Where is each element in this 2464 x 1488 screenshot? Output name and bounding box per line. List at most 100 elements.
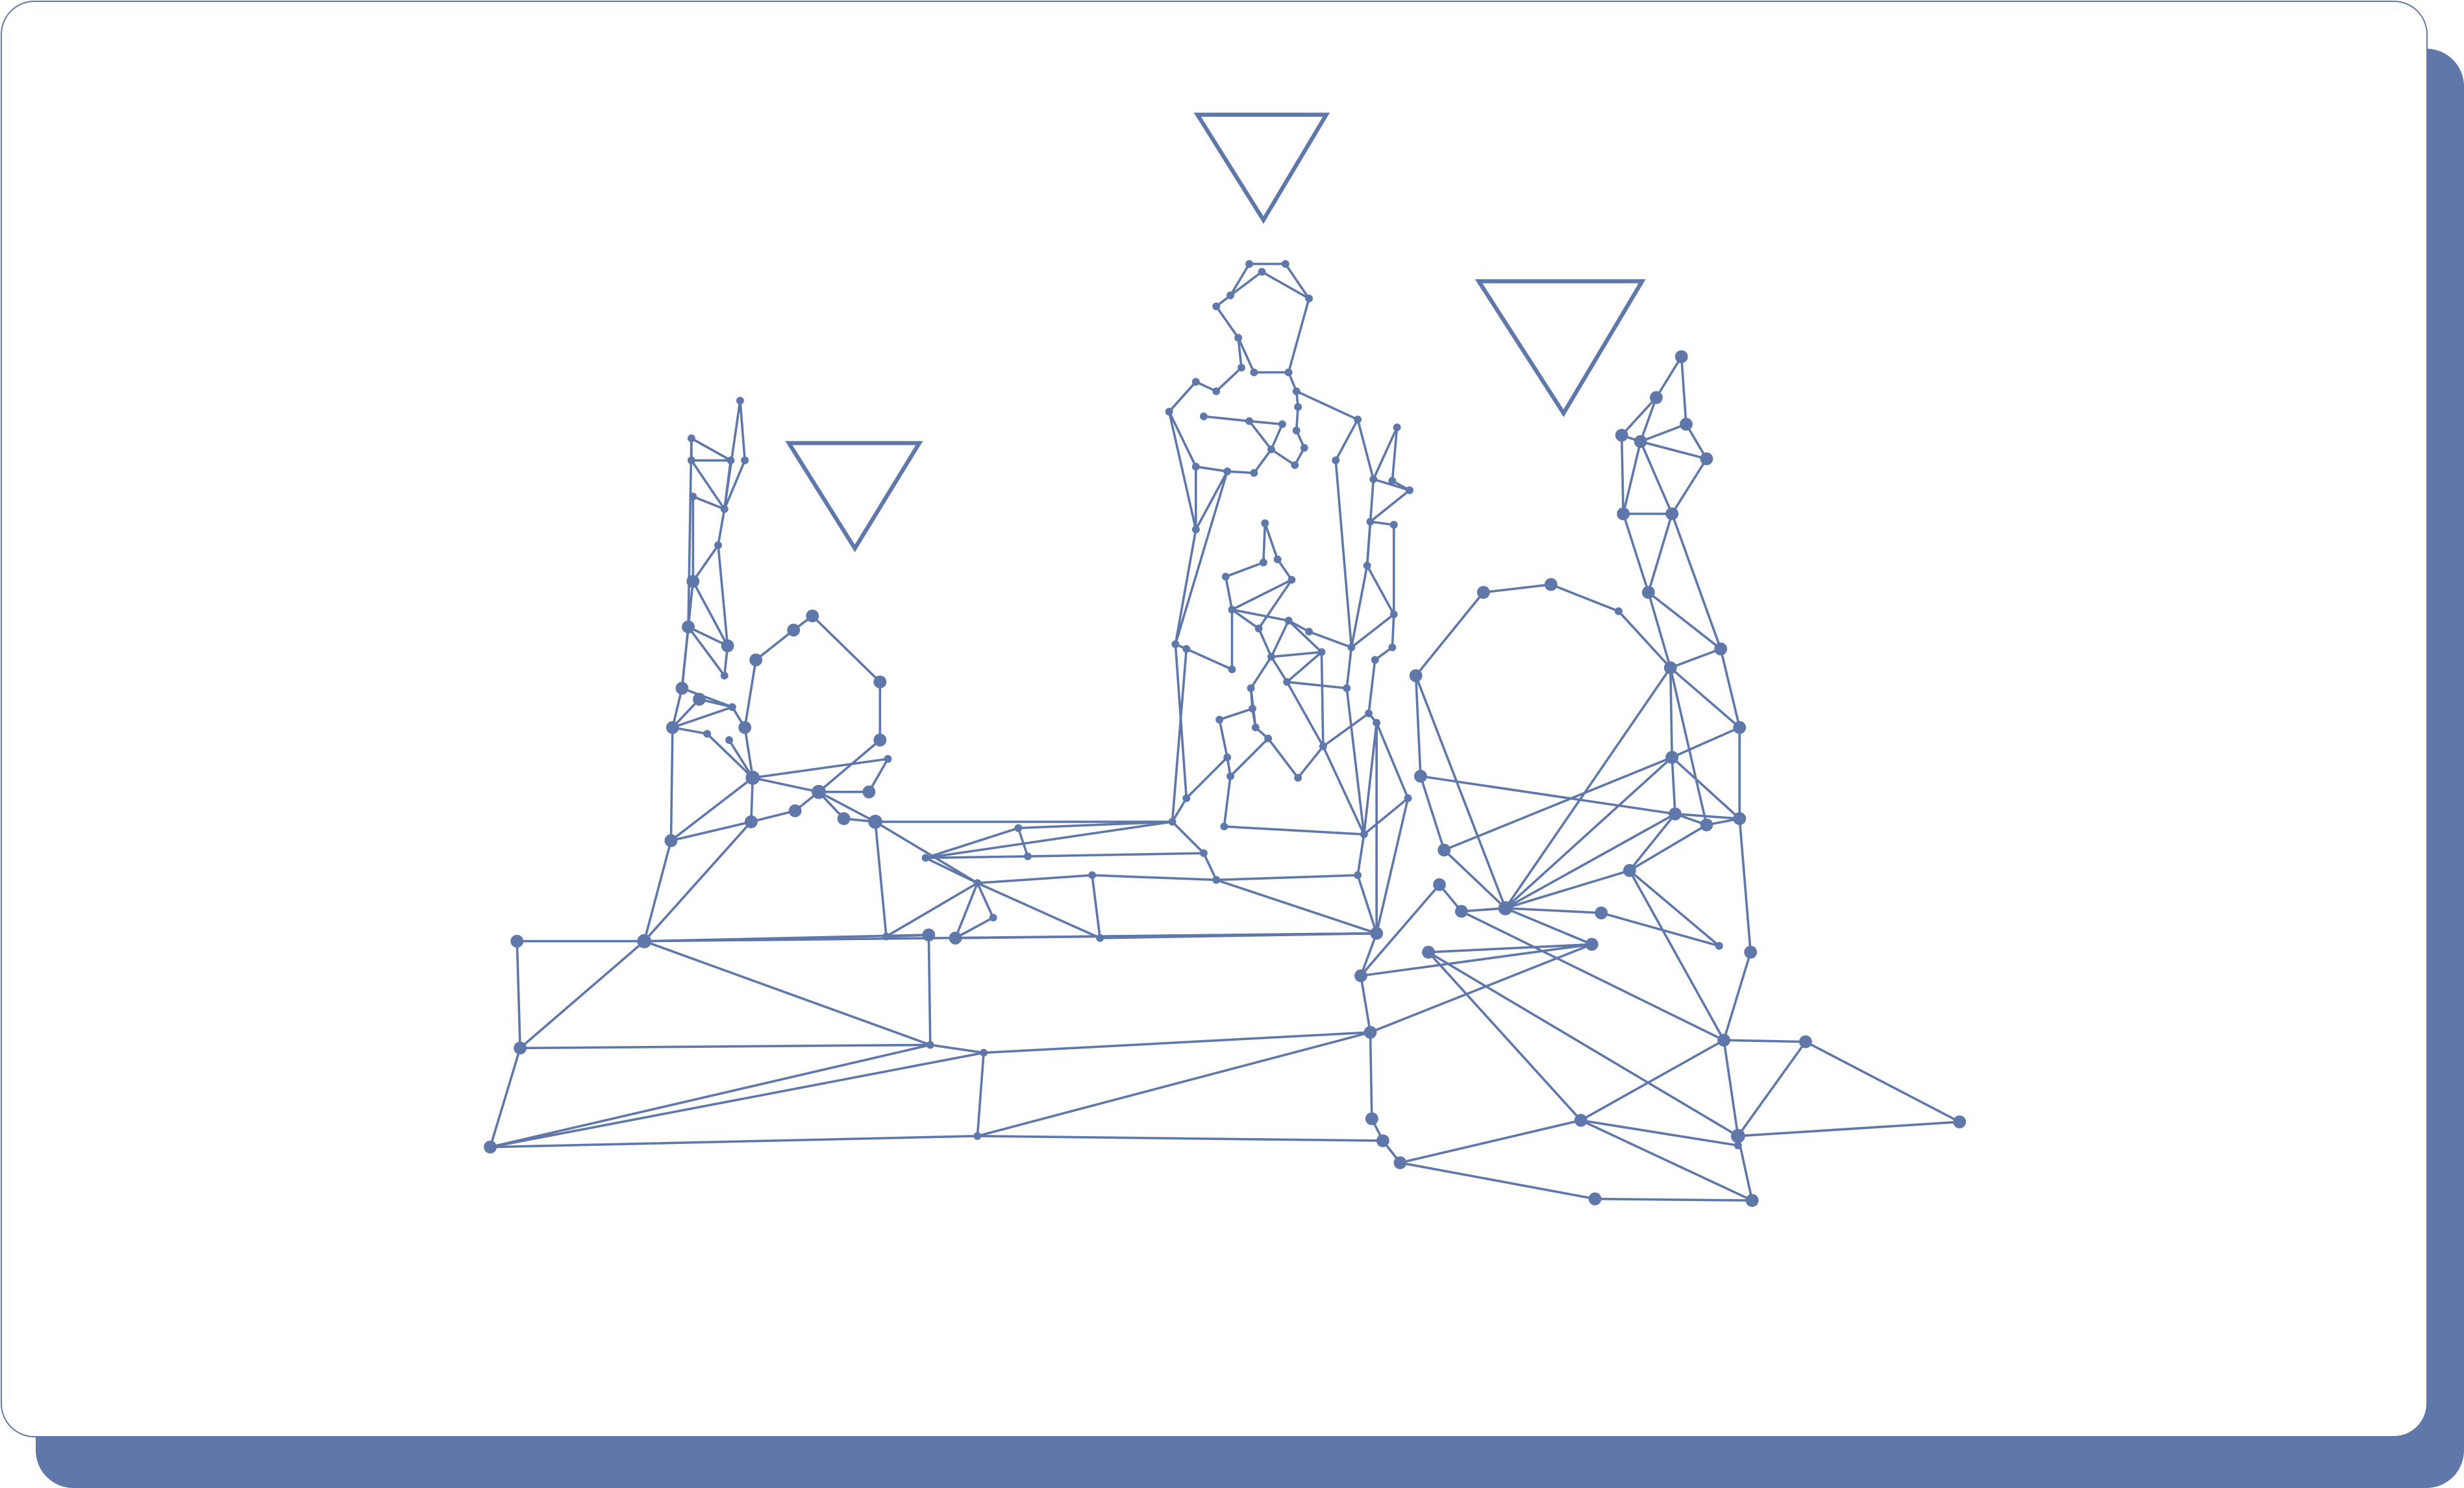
node-r34 (1953, 1115, 1967, 1128)
edge-m59-m64 (1218, 718, 1229, 759)
node-l26 (812, 784, 826, 799)
edge-m71-m75 (924, 820, 1174, 860)
edge-m61-m67 (1375, 721, 1410, 800)
edge-m71-m72 (1171, 820, 1205, 855)
edge-m65-m63 (1297, 745, 1325, 779)
edge-l3-l10 (687, 437, 693, 628)
edge-m46-m51 (1185, 647, 1234, 671)
edge-m73-m74 (1017, 826, 1029, 858)
node-m82 (882, 932, 890, 941)
node-m79 (1354, 871, 1362, 880)
edge-r5-r7 (1622, 440, 1642, 515)
edge-r18-r19 (1419, 775, 1676, 815)
node-m7 (1234, 334, 1243, 342)
node-m60 (1251, 723, 1260, 732)
node-l31 (837, 812, 851, 825)
node-r6 (1700, 452, 1713, 465)
edge-m76-m81 (954, 882, 979, 939)
node-m50 (1267, 652, 1275, 661)
node-m65 (1294, 774, 1302, 782)
edge-m42-m50 (1270, 619, 1290, 658)
node-m41 (1228, 606, 1236, 614)
edge-m54-m56 (1286, 680, 1348, 689)
node-m47 (1305, 627, 1313, 636)
edge-l12-l10 (680, 625, 690, 689)
node-m77 (1088, 871, 1097, 880)
edge-m72-m74 (1027, 852, 1205, 858)
edge-r17-r21 (1671, 756, 1741, 820)
edge-m53-m58 (1367, 658, 1376, 715)
edge-m77-m78 (1091, 874, 1218, 882)
edge-l4-l6 (690, 459, 726, 510)
edge-r9-r14 (1647, 591, 1672, 669)
edge-m58-m63 (1322, 712, 1370, 748)
edge-m61-m70 (1362, 721, 1378, 836)
edge-r18-r22 (1419, 775, 1446, 852)
node-m43 (1254, 625, 1263, 633)
edge-m79-b9 (1356, 874, 1378, 935)
node-l1 (736, 397, 744, 405)
edge-r10-r11 (1482, 583, 1552, 594)
edge-r35-r39 (1579, 1119, 1754, 1202)
edge-r24-b10 (1360, 883, 1441, 977)
edge-m40-m48 (1350, 564, 1369, 649)
node-l27 (745, 771, 760, 785)
edge-m32-m33 (1369, 520, 1395, 527)
node-b9 (1370, 926, 1384, 940)
node-l17 (725, 736, 733, 744)
edge-r11-r12 (1550, 583, 1620, 613)
edge-r12-r14 (1617, 610, 1672, 669)
edge-l13-l14 (671, 698, 701, 729)
edge-m27-m30 (1391, 426, 1399, 482)
node-r29 (1585, 937, 1599, 951)
edge-l3-l5 (690, 437, 732, 462)
node-m55 (1247, 684, 1255, 693)
edge-m49-m44 (1391, 613, 1395, 649)
network-nodes (484, 260, 1967, 1208)
node-l29 (664, 834, 678, 847)
node-r20 (1700, 818, 1713, 832)
edge-r29-b11 (1369, 943, 1593, 1034)
edge-r31-r36 (1427, 950, 1739, 1137)
triangle-1 (1193, 112, 1330, 224)
edge-b8-b11 (976, 1031, 1372, 1137)
node-r16 (1733, 721, 1747, 734)
node-l30 (788, 804, 802, 817)
edge-m54-m63 (1286, 680, 1325, 748)
node-m58 (1365, 709, 1373, 717)
edge-b10-b11 (1360, 974, 1372, 1034)
edge-r33-r34 (1804, 1040, 1961, 1123)
node-m24 (1191, 462, 1200, 471)
node-m53 (1371, 656, 1379, 664)
edge-m40-m44 (1365, 564, 1395, 616)
node-m29 (1369, 475, 1378, 484)
edge-m14-m24 (1167, 410, 1197, 468)
node-m17 (1294, 403, 1302, 411)
edge-r30-r32 (1723, 950, 1752, 1042)
edge-r26-r27 (1504, 907, 1603, 914)
edge-l29-l14 (669, 726, 674, 842)
edge-r32-r33 (1723, 1039, 1807, 1043)
edge-m18-m20 (1270, 423, 1284, 451)
node-m21 (1300, 443, 1308, 452)
node-b8 (973, 1132, 982, 1140)
edge-l16-l27 (706, 732, 754, 779)
node-r31 (1422, 945, 1435, 959)
edge-m64-m68 (1185, 756, 1229, 800)
edge-m7-m10 (1237, 336, 1243, 369)
edge-m83-b9 (1099, 932, 1378, 939)
edge-m25-m34 (1195, 470, 1229, 531)
node-b1 (510, 934, 524, 948)
node-m8 (1250, 368, 1258, 377)
node-b13 (1376, 1134, 1389, 1148)
edge-b3-b4 (489, 1047, 521, 1148)
edge-r23-r32 (1628, 869, 1725, 1042)
node-m80 (989, 913, 997, 922)
edge-m11-m14 (1167, 380, 1197, 413)
node-l6 (720, 505, 728, 514)
node-l14 (666, 721, 679, 734)
edge-m7-m8 (1237, 336, 1256, 374)
edge-r3-r6 (1685, 423, 1708, 460)
